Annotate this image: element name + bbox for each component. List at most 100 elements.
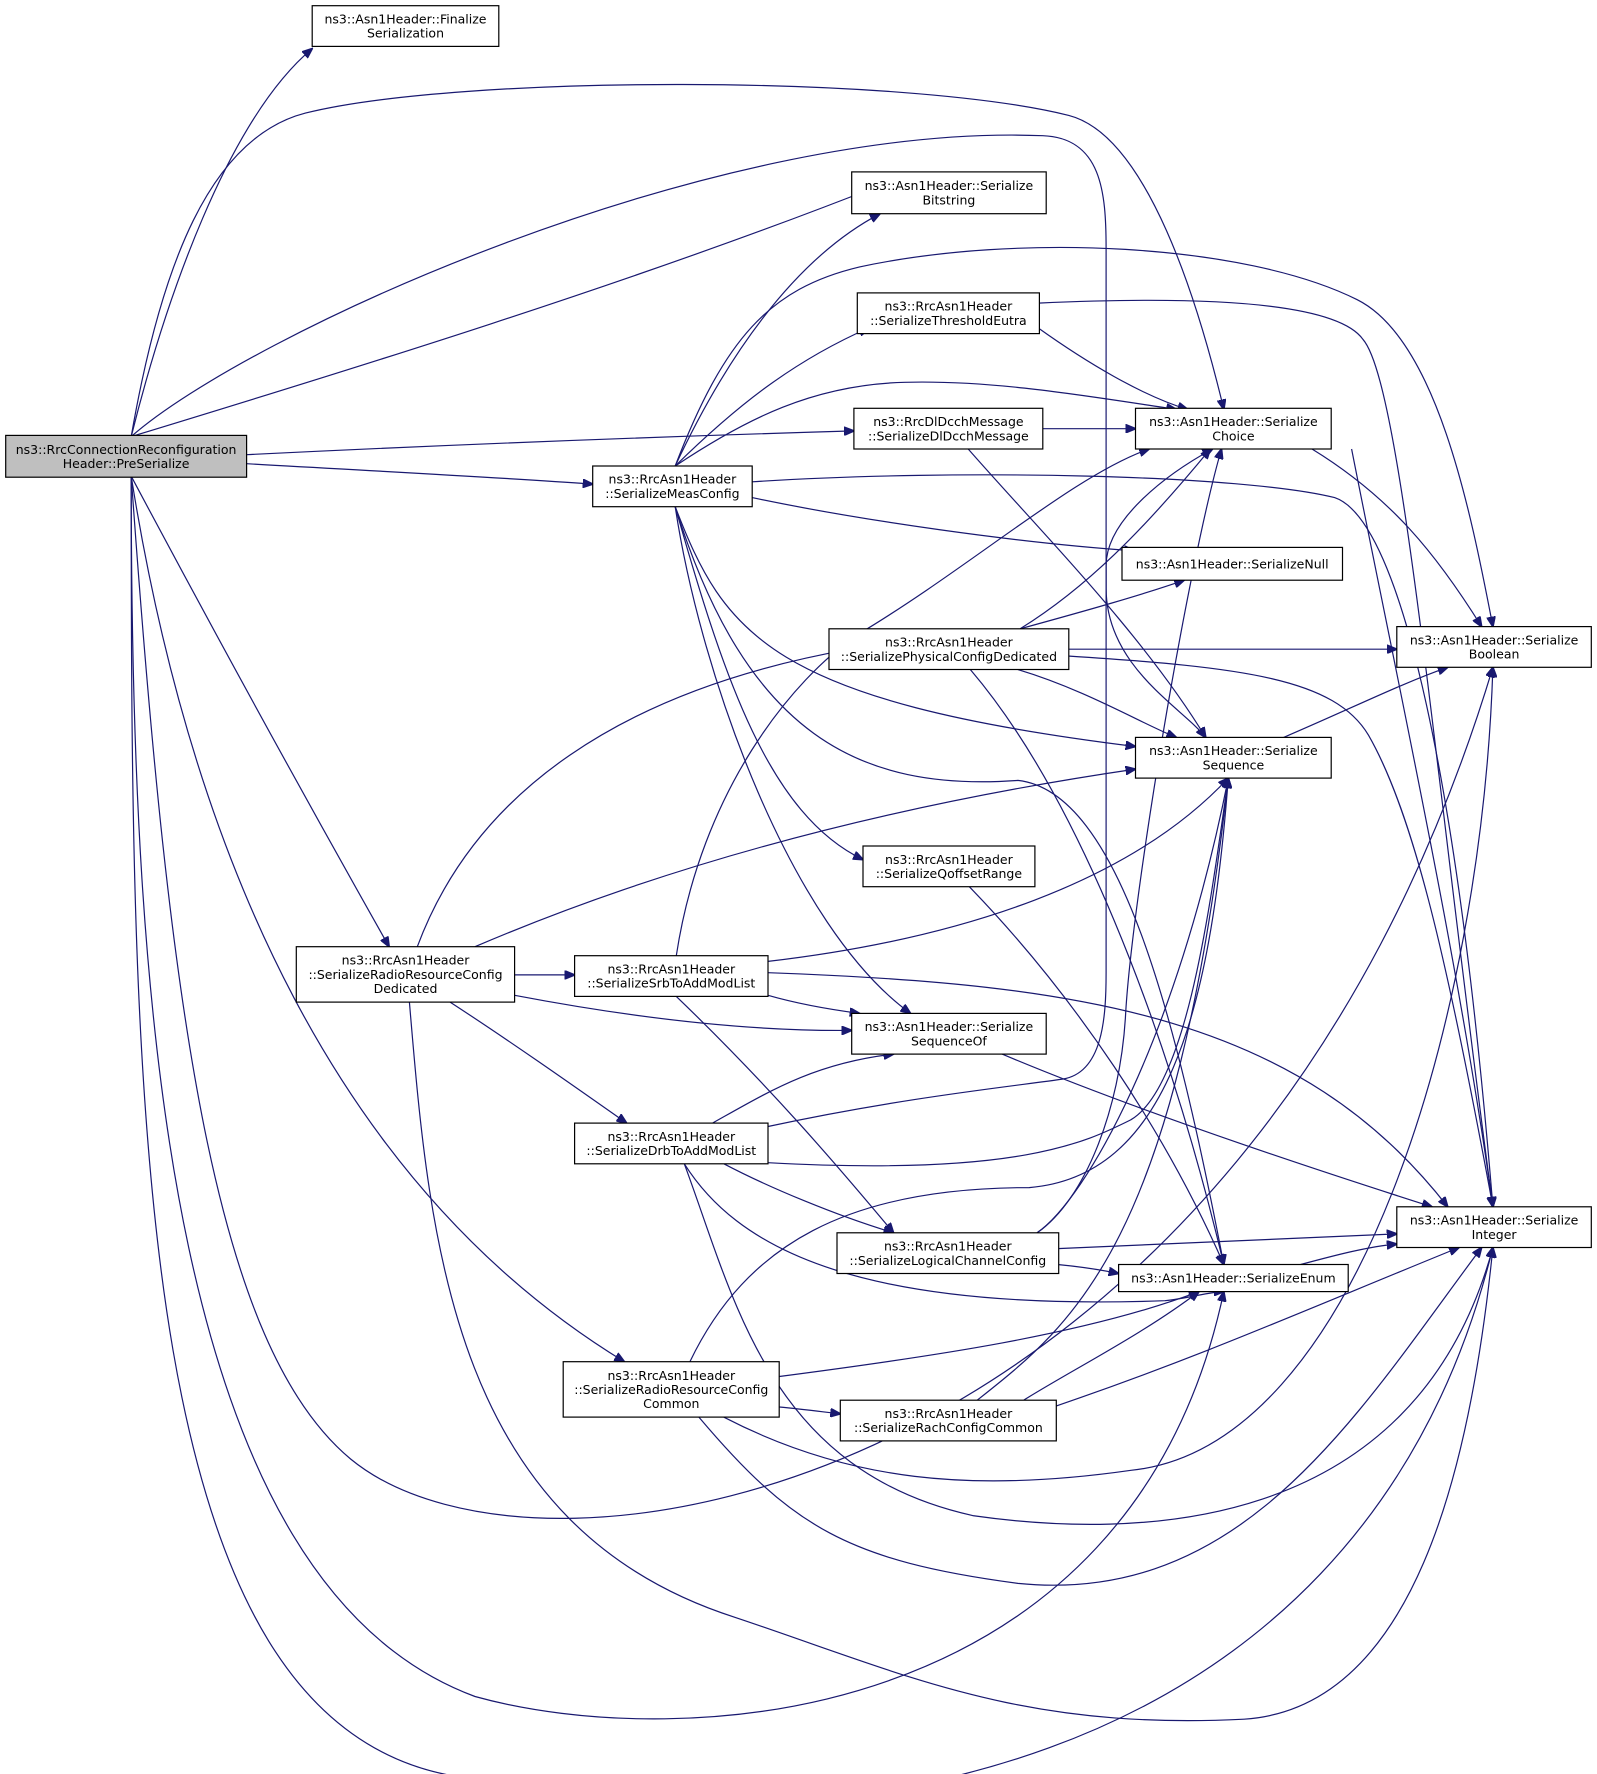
node-label-line: ns3::RrcAsn1Header xyxy=(607,962,736,977)
node-srb[interactable]: ns3::RrcAsn1Header::SerializeSrbToAddMod… xyxy=(573,955,769,998)
edge-measconfig-to-bitstring xyxy=(674,214,880,467)
edge-physical-to-sequence xyxy=(1017,669,1176,738)
node-label-line: Serialization xyxy=(367,26,444,41)
node-dldcch[interactable]: ns3::RrcDlDcchMessage::SerializeDlDcchMe… xyxy=(853,407,1044,450)
node-label-line: ns3::RrcAsn1Header xyxy=(607,1368,736,1383)
node-label-line: ns3::Asn1Header::Serialize xyxy=(1410,1213,1579,1228)
node-box xyxy=(573,955,769,998)
edge-srb-to-logical xyxy=(675,995,893,1232)
node-measconfig[interactable]: ns3::RrcAsn1Header::SerializeMeasConfig xyxy=(592,465,753,508)
node-label-line: ns3::RrcConnectionReconfiguration xyxy=(16,442,237,457)
edge-drb-to-logical xyxy=(723,1163,894,1233)
edge-rrcommon-to-enum xyxy=(779,1292,1199,1378)
edge-root-to-enum xyxy=(130,476,1224,1720)
node-logical[interactable]: ns3::RrcAsn1Header::SerializeLogicalChan… xyxy=(836,1232,1060,1275)
edge-root-to-rrdedicated xyxy=(130,475,389,947)
edge-rach-to-integer xyxy=(1056,1248,1459,1407)
edge-physical-to-choice xyxy=(1019,449,1210,630)
node-box xyxy=(839,1399,1057,1442)
edge-choice-to-boolean xyxy=(1311,448,1482,627)
node-box xyxy=(851,171,1047,215)
node-label-line: Dedicated xyxy=(374,981,438,996)
node-label-line: Bitstring xyxy=(922,192,975,207)
node-box xyxy=(5,434,248,478)
node-null[interactable]: ns3::Asn1Header::SerializeNull xyxy=(1121,546,1344,581)
node-label-line: SequenceOf xyxy=(911,1033,987,1048)
edge-sequenceof-to-integer xyxy=(1001,1053,1432,1207)
node-box xyxy=(836,1232,1060,1275)
edge-rrdedicated-to-drb xyxy=(449,1001,626,1123)
node-physical[interactable]: ns3::RrcAsn1Header::SerializePhysicalCon… xyxy=(828,628,1070,671)
edge-rrcommon-to-sequence xyxy=(689,778,1228,1362)
node-label-line: ns3::RrcAsn1Header xyxy=(607,1129,736,1144)
node-root[interactable]: ns3::RrcConnectionReconfigurationHeader:… xyxy=(5,434,248,478)
edge-rrcommon-to-integer xyxy=(698,1248,1482,1586)
edges-layer xyxy=(130,49,1493,1774)
node-label-line: ns3::RrcAsn1Header xyxy=(342,953,471,968)
edge-root-to-rrcommon xyxy=(130,476,624,1361)
edge-root-to-bitstring xyxy=(131,186,880,438)
edge-rrdedicated-to-sequenceof xyxy=(514,994,852,1030)
edge-qoffset-to-enum xyxy=(968,886,1224,1265)
edge-drb-to-choice xyxy=(767,449,1213,1128)
edge-srb-to-integer xyxy=(767,972,1448,1207)
node-box xyxy=(311,5,500,48)
edge-physical-to-null xyxy=(1020,580,1184,630)
node-label-line: Boolean xyxy=(1469,647,1520,662)
edge-threshold-to-choice xyxy=(1037,327,1187,409)
node-label-line: ns3::RrcDlDcchMessage xyxy=(873,414,1024,429)
node-label-line: ns3::Asn1Header::SerializeEnum xyxy=(1131,1271,1335,1286)
node-label-line: ns3::RrcAsn1Header xyxy=(885,299,1014,314)
edge-rrcommon-to-rach xyxy=(779,1406,840,1414)
edge-rrdedicated-to-integer xyxy=(408,1002,1493,1722)
edge-root-to-sequence xyxy=(130,134,1206,737)
nodes-layer: ns3::RrcConnectionReconfigurationHeader:… xyxy=(5,5,1592,1442)
node-enum[interactable]: ns3::Asn1Header::SerializeEnum xyxy=(1117,1263,1349,1293)
node-box xyxy=(562,1361,780,1418)
node-label-line: ::SerializeRachConfigCommon xyxy=(854,1420,1043,1435)
edge-logical-to-sequence xyxy=(1036,778,1228,1234)
node-box xyxy=(1121,546,1344,581)
edge-dldcch-to-sequence xyxy=(967,448,1205,737)
node-drb[interactable]: ns3::RrcAsn1Header::SerializeDrbToAddMod… xyxy=(573,1122,769,1165)
edge-measconfig-to-boolean xyxy=(674,246,1493,626)
edge-root-to-boolean xyxy=(130,476,1493,1519)
node-rrcommon[interactable]: ns3::RrcAsn1Header::SerializeRadioResour… xyxy=(562,1361,780,1418)
node-box xyxy=(1396,625,1592,668)
node-label-line: Choice xyxy=(1212,428,1255,443)
edge-rrdedicated-to-physical xyxy=(416,649,850,947)
edge-rach-to-sequence xyxy=(976,778,1228,1401)
edge-srb-to-sequenceof xyxy=(767,994,860,1013)
node-label-line: ::SerializeMeasConfig xyxy=(605,486,739,501)
edge-root-to-dldcch xyxy=(246,431,854,456)
node-threshold[interactable]: ns3::RrcAsn1Header::SerializeThresholdEu… xyxy=(856,292,1040,335)
edge-drb-to-integer xyxy=(683,1163,1493,1525)
edge-measconfig-to-integer xyxy=(752,474,1493,1207)
node-label-line: ::SerializeLogicalChannelConfig xyxy=(849,1253,1046,1268)
node-label-line: ns3::Asn1Header::Serialize xyxy=(1149,743,1318,758)
edge-physical-to-integer xyxy=(1067,655,1493,1207)
node-box xyxy=(1117,1263,1349,1293)
edge-root-to-finalize xyxy=(130,49,312,437)
node-label-line: Common xyxy=(643,1396,699,1411)
node-label-line: ns3::RrcAsn1Header xyxy=(884,1239,1013,1254)
node-label-line: ns3::RrcAsn1Header xyxy=(885,635,1014,650)
node-qoffset[interactable]: ns3::RrcAsn1Header::SerializeQoffsetRang… xyxy=(862,845,1036,888)
edge-physical-to-enum xyxy=(969,669,1223,1265)
node-box xyxy=(1134,407,1332,450)
node-rach[interactable]: ns3::RrcAsn1Header::SerializeRachConfigC… xyxy=(839,1399,1057,1442)
node-label-line: ns3::Asn1Header::Serialize xyxy=(1410,632,1579,647)
node-label-line: ns3::Asn1Header::Finalize xyxy=(325,11,487,26)
edge-measconfig-to-sequence xyxy=(674,506,1135,747)
node-rrdedicated[interactable]: ns3::RrcAsn1Header::SerializeRadioResour… xyxy=(295,946,516,1003)
edge-measconfig-to-null xyxy=(751,497,1134,551)
edge-drb-to-sequenceof xyxy=(712,1054,894,1124)
